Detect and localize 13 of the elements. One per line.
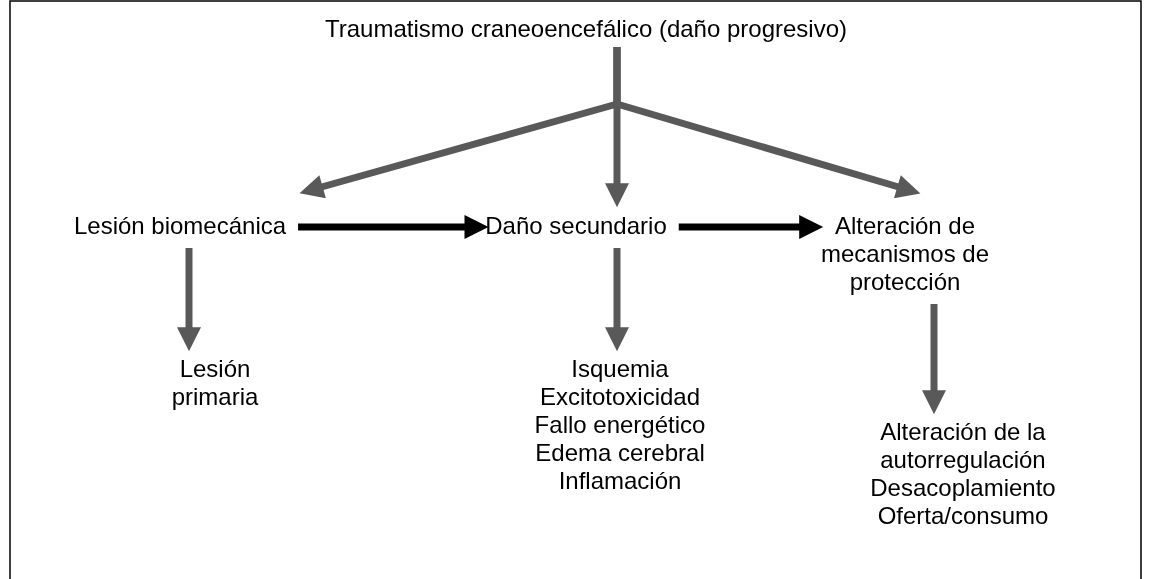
- node-label: Inflamación: [557, 467, 683, 495]
- node-label: Isquemia: [570, 355, 670, 383]
- node-label: Desacoplamiento Oferta/consumo: [869, 474, 1057, 530]
- node-label: Alteración de la autorregulación: [879, 418, 1047, 474]
- node-label: Daño secundario: [485, 212, 667, 240]
- arrow: [678, 215, 824, 239]
- node-label: Lesión biomecánica: [73, 212, 287, 240]
- node-label: Alteración de mecanismos de protección: [820, 212, 990, 296]
- node-label: Excitotoxicidad: [538, 383, 702, 411]
- node-label: Lesión primaria: [170, 355, 260, 411]
- node-label: Edema cerebral: [534, 439, 706, 467]
- node-label: Fallo energético: [534, 411, 706, 439]
- node-label: Traumatismo craneoencefálico (daño progresivo): [325, 15, 847, 43]
